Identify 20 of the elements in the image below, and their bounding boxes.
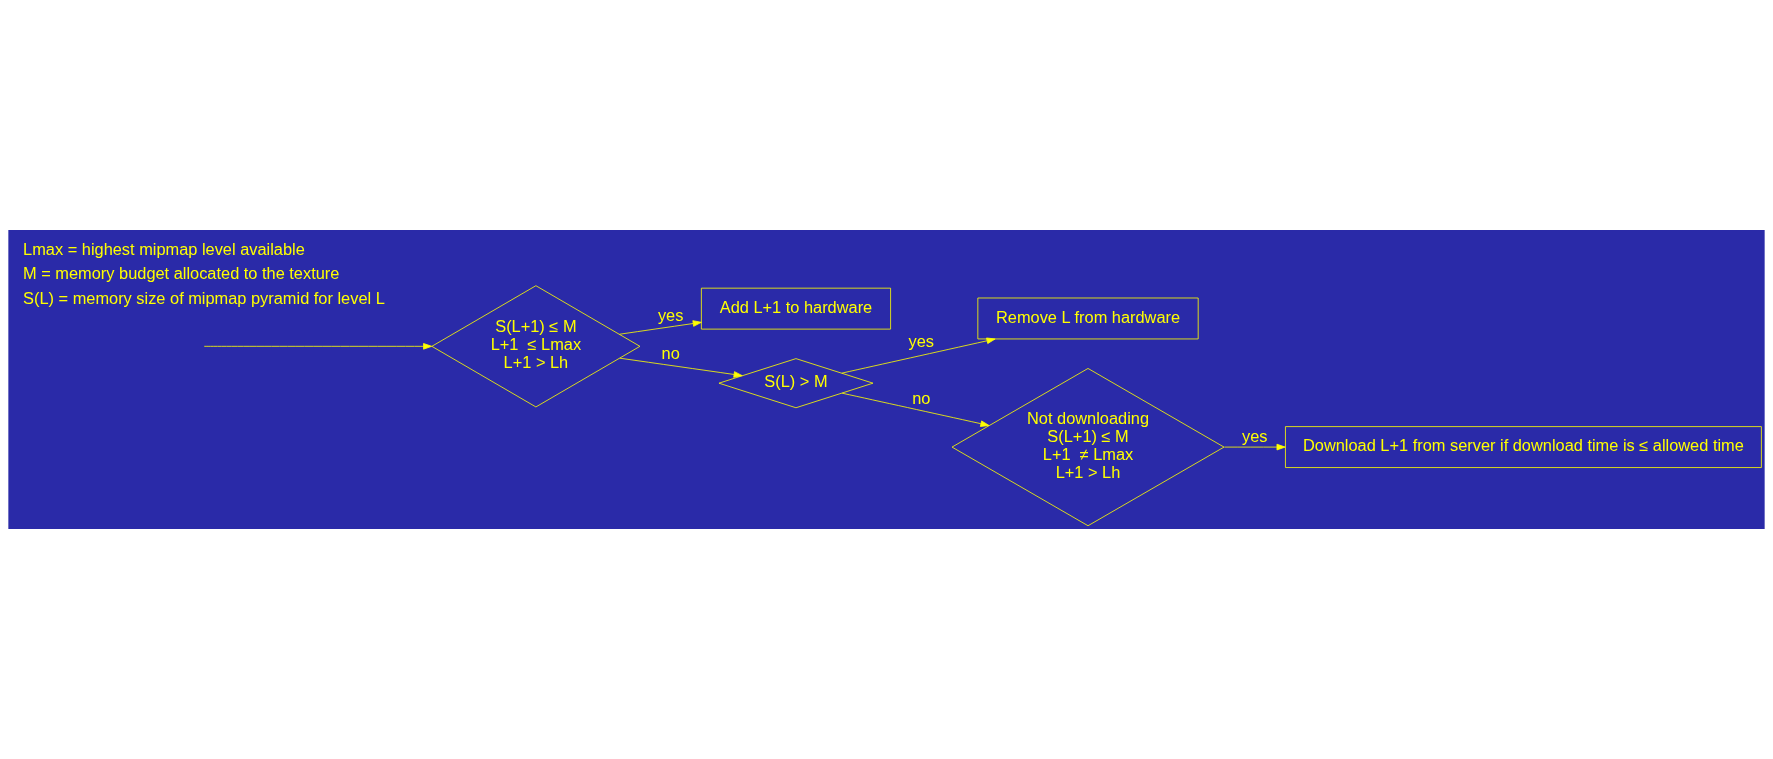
node-diamond: S(L+1) ≤ M L+1 ≤ Lmax L+1 > Lh [431, 285, 641, 408]
node-diamond: S(L) > M [718, 358, 874, 409]
edge-label: yes [1241, 427, 1268, 446]
node-diamond: Not downloading S(L+1) ≤ M L+1 ≠ Lmax L+1 > Lh [951, 368, 1225, 527]
node-box: Add L+1 to hardware [700, 287, 891, 330]
edge-label: no [661, 343, 680, 362]
node-box: Download L+1 from server if download time is ≤ allowed time [1285, 426, 1762, 468]
label: S(L) = memory size of mipmap pyramid for level L [23, 288, 385, 307]
arrow [619, 320, 702, 335]
arrow [619, 357, 743, 378]
arrow [841, 337, 996, 374]
node-box: Remove L from hardware [977, 297, 1199, 340]
edge-label: yes [908, 332, 935, 351]
label: Lmax = highest mipmap level available [23, 239, 305, 258]
edge-label: no [912, 389, 931, 408]
label: M = memory budget allocated to the texture [23, 264, 340, 283]
edge-label: yes [657, 305, 684, 324]
arrow [1223, 443, 1286, 451]
arrow [203, 343, 433, 350]
arrow [841, 392, 990, 427]
